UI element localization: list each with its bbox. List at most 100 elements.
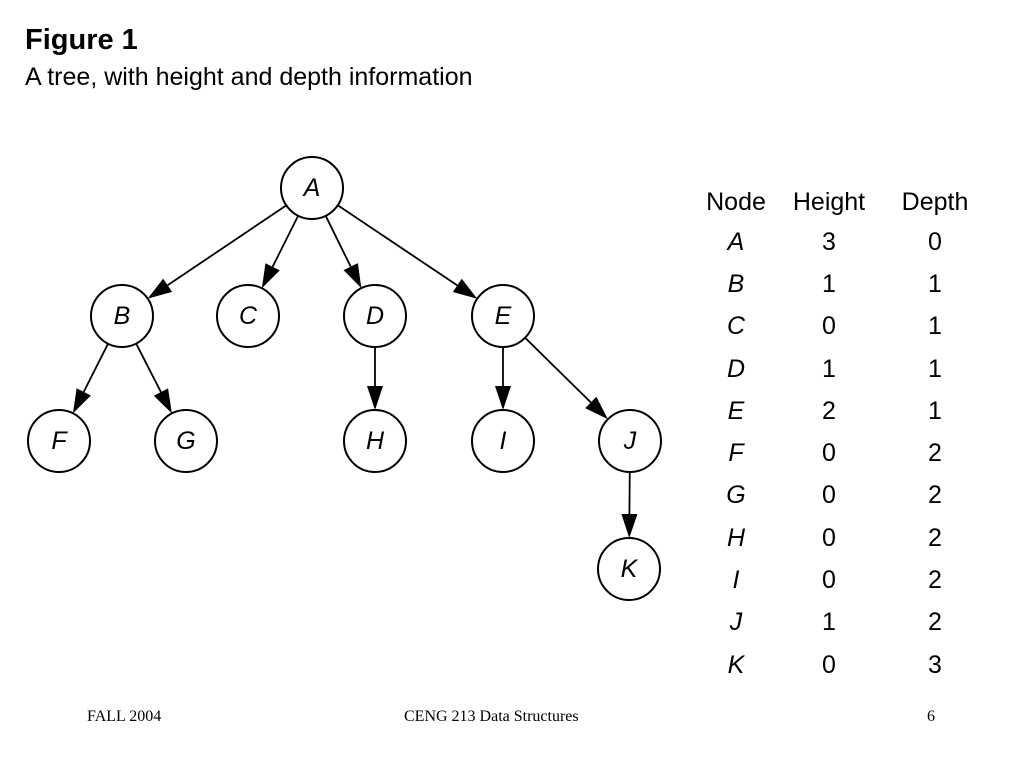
node-circle [27, 409, 91, 473]
edge-d-h [367, 347, 383, 410]
arrow-head [495, 386, 511, 410]
table-row: D 1 1 [695, 348, 989, 390]
arrow-head [261, 263, 280, 289]
edge-b-g [135, 343, 172, 414]
node-label: F [51, 427, 68, 455]
edge-b-f [72, 343, 109, 414]
cell-depth: 1 [928, 354, 942, 383]
cell-height: 0 [822, 312, 836, 341]
tree-nodes: A B C D E F G H I J K [27, 156, 662, 601]
arrow-head [72, 388, 91, 414]
table-row: G 0 2 [695, 475, 989, 517]
cell-height: 1 [822, 269, 836, 298]
tree-edges [72, 204, 638, 539]
cell-height: 0 [822, 566, 836, 595]
cell-depth: 1 [928, 269, 942, 298]
cell-height: 3 [822, 227, 836, 256]
tree-node-j: J [598, 409, 662, 473]
arrow-head [621, 513, 638, 539]
table-row: F 0 2 [695, 432, 989, 474]
cell-height: 0 [822, 481, 836, 510]
node-label: B [114, 302, 131, 330]
edge-line [167, 204, 287, 287]
edge-a-d [324, 215, 362, 289]
cell-depth: 1 [928, 396, 942, 425]
table-row: I 0 2 [695, 559, 989, 601]
node-circle [90, 284, 154, 348]
arrow-head [343, 263, 362, 289]
edge-a-c [261, 215, 299, 289]
edge-line [337, 204, 458, 287]
arrow-head [147, 278, 173, 299]
cell-node: K [727, 650, 745, 679]
cell-height: 0 [822, 650, 836, 679]
node-circle [154, 409, 218, 473]
cell-node: A [727, 227, 745, 256]
tree-node-e: E [471, 284, 535, 348]
cell-height: 2 [822, 396, 836, 425]
node-circle [216, 284, 280, 348]
node-label: K [621, 555, 639, 583]
cell-node: C [726, 312, 746, 341]
figure-subtitle: A tree, with height and depth informatio… [25, 63, 473, 91]
node-label: A [302, 174, 321, 202]
edge-e-j [524, 337, 608, 420]
edge-line [324, 215, 352, 268]
header-node: Node [706, 187, 766, 216]
tree-node-i: I [471, 409, 535, 473]
cell-depth: 2 [928, 439, 942, 468]
node-circle [597, 537, 661, 601]
tree-node-g: G [154, 409, 218, 473]
cell-depth: 2 [928, 566, 942, 595]
node-label: G [176, 427, 195, 455]
node-label: C [239, 302, 258, 330]
edge-e-i [495, 347, 511, 410]
cell-depth: 2 [928, 523, 942, 552]
header-depth: Depth [901, 187, 969, 216]
edge-line [82, 343, 109, 393]
tree-node-h: H [343, 409, 407, 473]
arrow-head [585, 396, 608, 420]
node-circle [343, 284, 407, 348]
tree-node-a: A [280, 156, 344, 220]
node-label: J [623, 427, 637, 455]
table-row: E 2 1 [695, 390, 989, 432]
node-label: I [500, 427, 507, 455]
cell-depth: 1 [928, 312, 942, 341]
table-row: C 0 1 [695, 306, 989, 348]
tree-node-b: B [90, 284, 154, 348]
node-label: D [366, 302, 384, 330]
cell-depth: 2 [928, 481, 942, 510]
cell-depth: 0 [928, 227, 942, 256]
node-circle [598, 409, 662, 473]
cell-node: E [727, 396, 745, 425]
cell-depth: 3 [928, 650, 942, 679]
arrow-head [153, 388, 172, 414]
footer-semester: FALL 2004 [87, 708, 162, 725]
edge-line [524, 337, 592, 404]
edge-a-e [337, 204, 478, 299]
cell-height: 0 [822, 439, 836, 468]
cell-node: I [732, 566, 740, 595]
cell-height: 0 [822, 523, 836, 552]
tree-node-k: K [597, 537, 661, 601]
cell-height: 1 [822, 608, 836, 637]
table-header-row: Node Height Depth [695, 183, 989, 221]
footer-page-number: 6 [927, 708, 935, 725]
arrow-head [452, 278, 478, 299]
edge-a-b [147, 204, 287, 299]
edge-j-k [621, 471, 638, 539]
tree-node-f: F [27, 409, 91, 473]
node-circle [471, 409, 535, 473]
cell-node: F [728, 439, 744, 468]
cell-node: G [726, 481, 746, 510]
table-row: A 3 0 [695, 221, 989, 263]
cell-height: 1 [822, 354, 836, 383]
tree-node-c: C [216, 284, 280, 348]
footer-course: CENG 213 Data Structures [404, 708, 579, 725]
cell-node: D [726, 354, 746, 383]
